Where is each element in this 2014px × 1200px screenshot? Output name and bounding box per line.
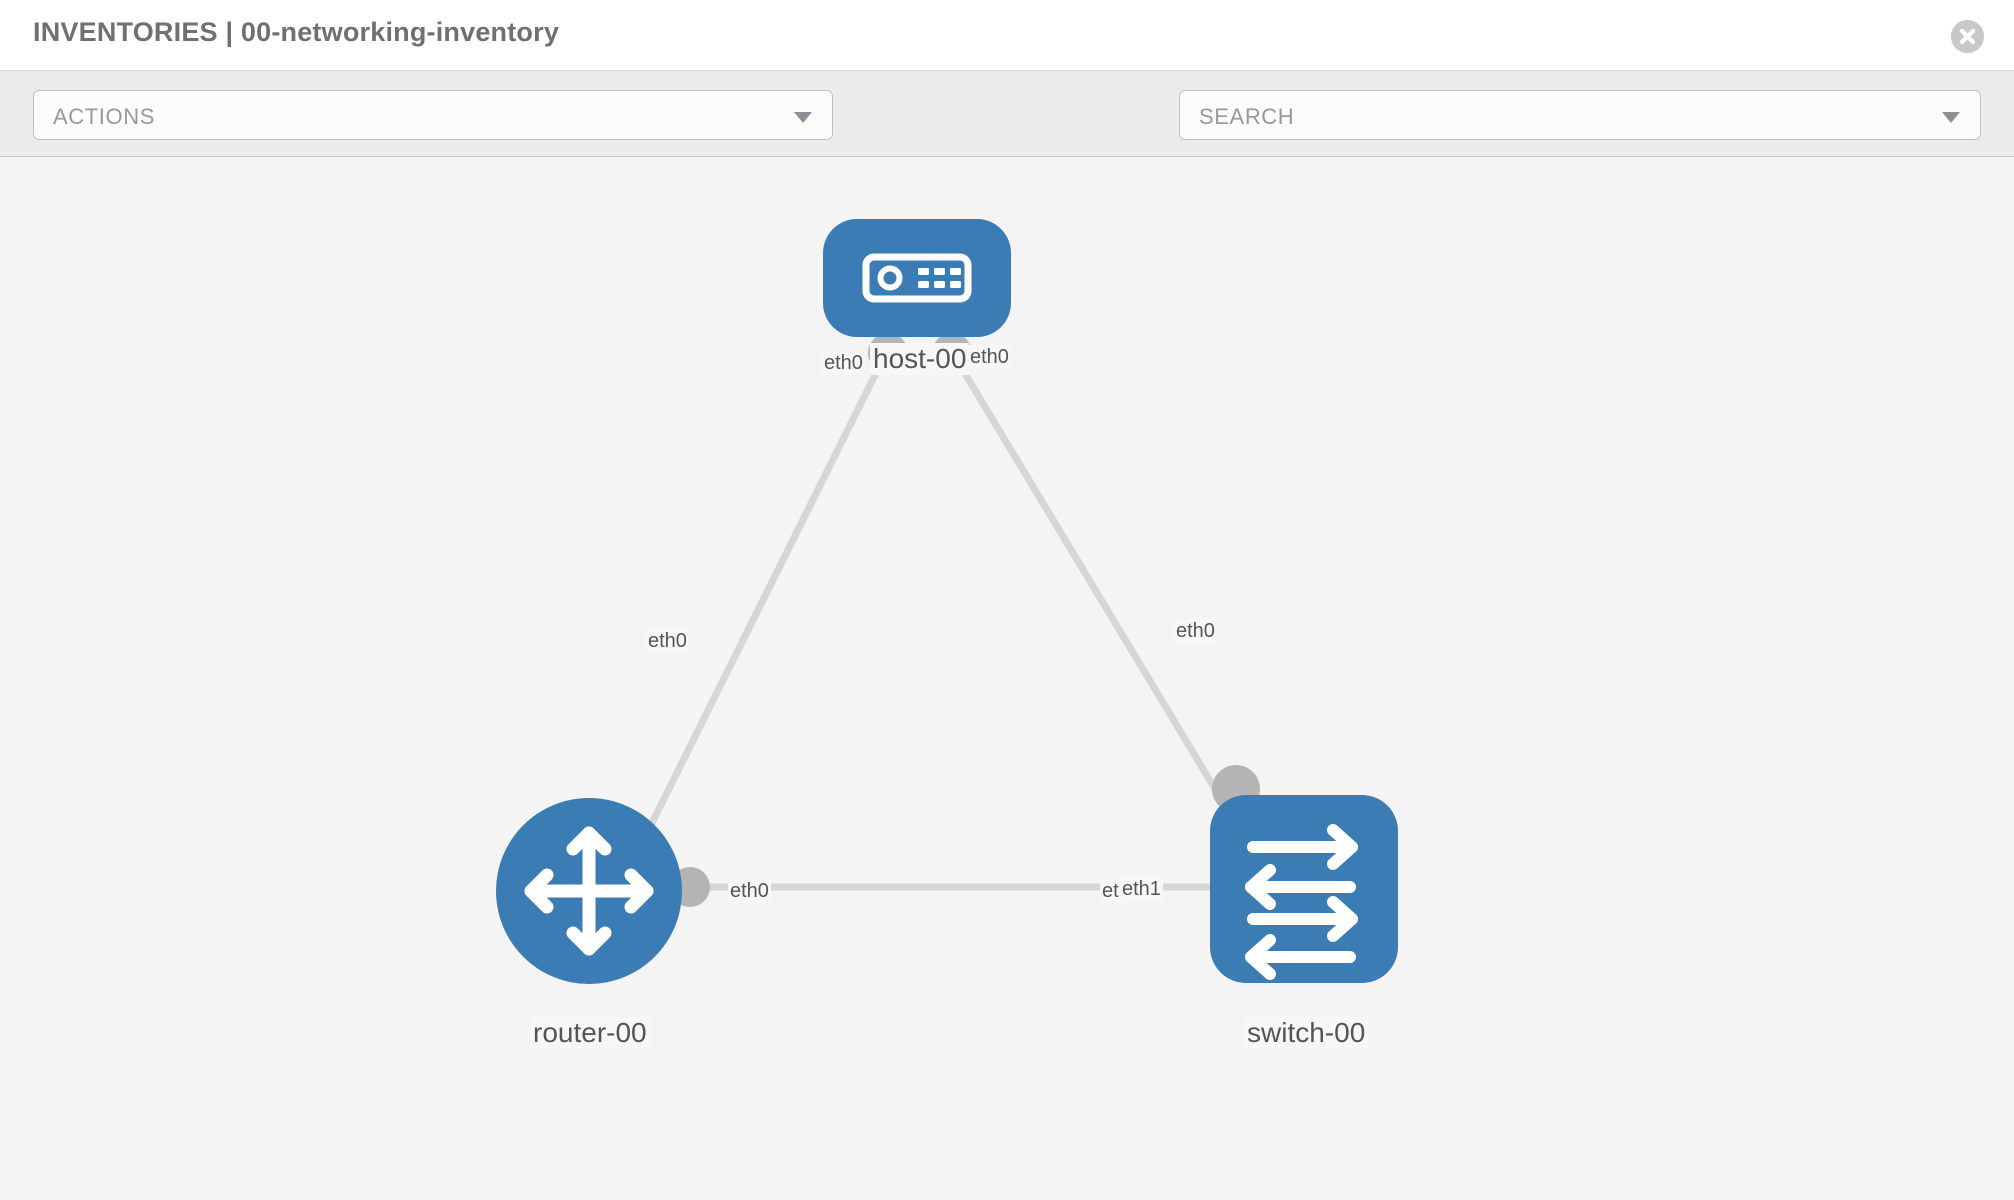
chevron-down-icon (794, 112, 812, 123)
page-title: INVENTORIES | 00-networking-inventory (33, 17, 560, 47)
link-host-router (636, 355, 888, 849)
node-host-00 (823, 219, 1011, 337)
page-header: INVENTORIES | 00-networking-inventory (0, 0, 2014, 71)
node-label-host-00: host-00 (870, 343, 970, 375)
edge-label-router-right-port: eth0 (728, 879, 771, 903)
actions-dropdown[interactable]: ACTIONS (33, 90, 833, 140)
edge-label-switch-up-port: eth0 (1174, 619, 1217, 643)
edge-label-router-up-port: eth0 (646, 629, 689, 653)
node-label-switch-00: switch-00 (1244, 1017, 1369, 1049)
edge-label-host-left-port: eth0 (822, 351, 865, 375)
node-router-00 (496, 798, 682, 984)
close-icon[interactable] (1951, 20, 1984, 53)
chevron-down-icon (1942, 112, 1960, 123)
edge-label-switch-left-port-b: eth1 (1120, 877, 1163, 901)
topology-ports (670, 333, 1260, 907)
toolbar: ACTIONS SEARCH (0, 71, 2014, 201)
search-placeholder: SEARCH (1199, 104, 1295, 129)
actions-dropdown-label: ACTIONS (53, 104, 155, 129)
topology-graph (496, 219, 1398, 984)
topology-links (636, 355, 1253, 891)
search-input[interactable]: SEARCH (1179, 90, 1981, 140)
node-label-router-00: router-00 (530, 1017, 650, 1049)
topology-canvas[interactable]: eth0 eth0 host-00 eth0 eth0 eth0 etl eth… (0, 157, 2014, 1200)
node-switch-00 (1210, 795, 1398, 983)
link-host-switch (952, 355, 1253, 849)
edge-label-host-right-port: eth0 (968, 345, 1011, 369)
